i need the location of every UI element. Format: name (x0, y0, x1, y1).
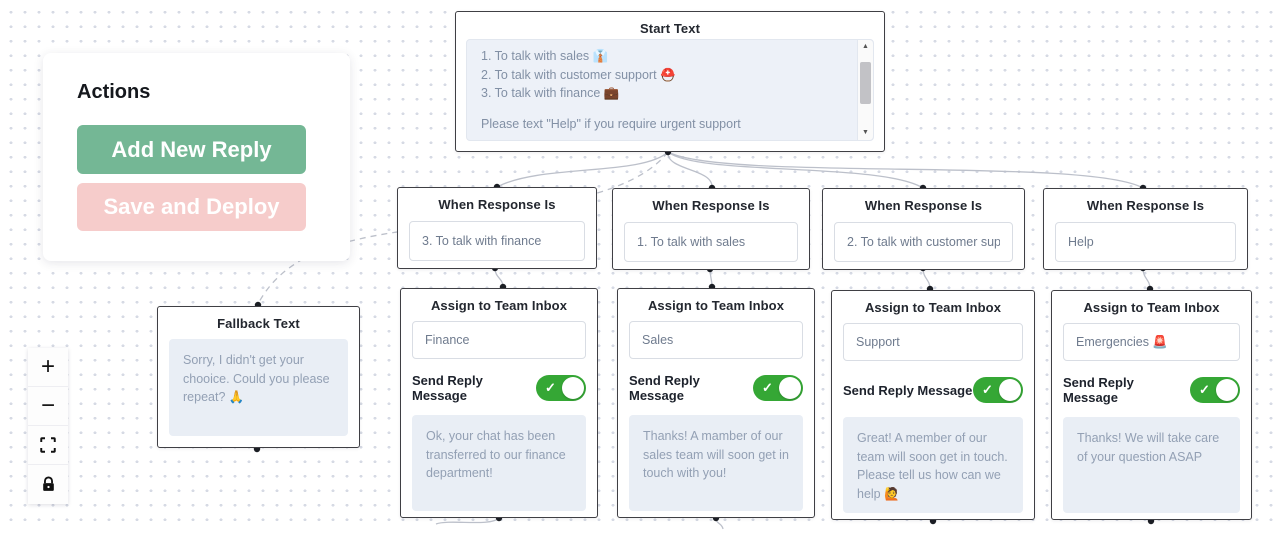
response-value-input[interactable] (624, 222, 798, 262)
scrollbar[interactable]: ▲ ▼ (857, 40, 873, 140)
check-icon: ✓ (982, 382, 993, 397)
start-option-2: 2. To talk with customer support ⛑️ (481, 67, 676, 82)
response-node-title: When Response Is (1086, 198, 1205, 213)
inbox-name-input[interactable] (1063, 323, 1240, 361)
plus-icon: + (40, 353, 55, 380)
inbox-node-title: Assign to Team Inbox (1083, 300, 1220, 315)
start-text-node[interactable]: Start Text 1. To talk with sales 👔 2. To… (455, 11, 885, 152)
response-node-title: When Response Is (864, 198, 983, 213)
response-node-title: When Response Is (652, 198, 770, 213)
send-reply-label: Send Reply Message (1063, 375, 1134, 405)
response-node-title: When Response Is (438, 197, 556, 212)
fallback-title: Fallback Text (217, 316, 300, 331)
actions-panel: Actions Add New Reply Save and Deploy (43, 53, 350, 261)
fit-view-icon (40, 437, 56, 453)
toggle-knob (1216, 379, 1238, 401)
add-new-reply-button[interactable]: Add New Reply (77, 125, 306, 174)
response-node-support[interactable]: When Response Is (822, 188, 1025, 270)
inbox-node-emergencies[interactable]: Assign to Team Inbox Send Reply Message … (1051, 290, 1252, 520)
check-icon: ✓ (545, 380, 556, 395)
response-node-sales[interactable]: When Response Is (612, 188, 810, 270)
zoom-out-button[interactable]: − (28, 387, 68, 426)
response-node-help[interactable]: When Response Is (1043, 188, 1248, 270)
fallback-message-box[interactable]: Sorry, I didn't get your chooice. Could … (169, 339, 348, 436)
inbox-node-support[interactable]: Assign to Team Inbox Send Reply Message … (831, 290, 1035, 520)
send-reply-label: Send Reply Message (629, 373, 700, 403)
inbox-name-input[interactable] (843, 323, 1023, 361)
reply-message-box[interactable]: Ok, your chat has been transferred to ou… (412, 415, 586, 511)
minus-icon: − (40, 392, 55, 419)
start-text-title: Start Text (640, 21, 700, 36)
start-text-message[interactable]: 1. To talk with sales 👔 2. To talk with … (466, 39, 874, 141)
response-value-input[interactable] (834, 222, 1013, 262)
send-reply-label: Send Reply Message (843, 382, 973, 398)
lock-icon (42, 476, 54, 491)
save-and-deploy-button[interactable]: Save and Deploy (77, 183, 306, 231)
zoom-in-button[interactable]: + (28, 348, 68, 387)
toggle-knob (779, 377, 801, 399)
reply-message-box[interactable]: Great! A member of our team will soon ge… (843, 417, 1023, 513)
lock-button[interactable] (28, 465, 68, 504)
response-value-input[interactable] (1055, 222, 1236, 262)
check-icon: ✓ (762, 380, 773, 395)
reply-message-box[interactable]: Thanks! We will take care of your questi… (1063, 417, 1240, 513)
send-reply-toggle[interactable]: ✓ (1190, 377, 1240, 403)
scroll-up-icon[interactable]: ▲ (862, 43, 869, 50)
inbox-node-finance[interactable]: Assign to Team Inbox Send Reply Message … (400, 288, 598, 518)
inbox-name-input[interactable] (412, 321, 586, 359)
toggle-knob (999, 379, 1021, 401)
send-reply-toggle[interactable]: ✓ (753, 375, 803, 401)
check-icon: ✓ (1199, 382, 1210, 397)
inbox-node-title: Assign to Team Inbox (864, 300, 1002, 315)
send-reply-toggle[interactable]: ✓ (536, 375, 586, 401)
scroll-down-icon[interactable]: ▼ (862, 129, 869, 136)
start-footer: Please text "Help" if you require urgent… (481, 116, 741, 131)
start-option-1: 1. To talk with sales 👔 (481, 49, 609, 63)
spacer (481, 105, 847, 117)
inbox-node-sales[interactable]: Assign to Team Inbox Send Reply Message … (617, 288, 815, 518)
actions-title: Actions (77, 81, 151, 103)
fallback-text-node[interactable]: Fallback Text Sorry, I didn't get your c… (157, 306, 360, 448)
reply-message-box[interactable]: Thanks! A mamber of our sales team will … (629, 415, 803, 511)
toggle-knob (562, 377, 584, 399)
scrollbar-thumb[interactable] (860, 62, 871, 104)
start-option-3: 3. To talk with finance 💼 (481, 86, 620, 101)
response-node-finance[interactable]: When Response Is (397, 187, 597, 269)
inbox-name-input[interactable] (629, 321, 803, 359)
fit-view-button[interactable] (28, 426, 68, 465)
send-reply-label: Send Reply Message (412, 373, 483, 403)
inbox-node-title: Assign to Team Inbox (647, 298, 785, 313)
send-reply-toggle[interactable]: ✓ (973, 377, 1023, 403)
response-value-input[interactable] (409, 221, 585, 261)
inbox-node-title: Assign to Team Inbox (430, 298, 568, 313)
canvas-controls: + − (28, 348, 68, 504)
